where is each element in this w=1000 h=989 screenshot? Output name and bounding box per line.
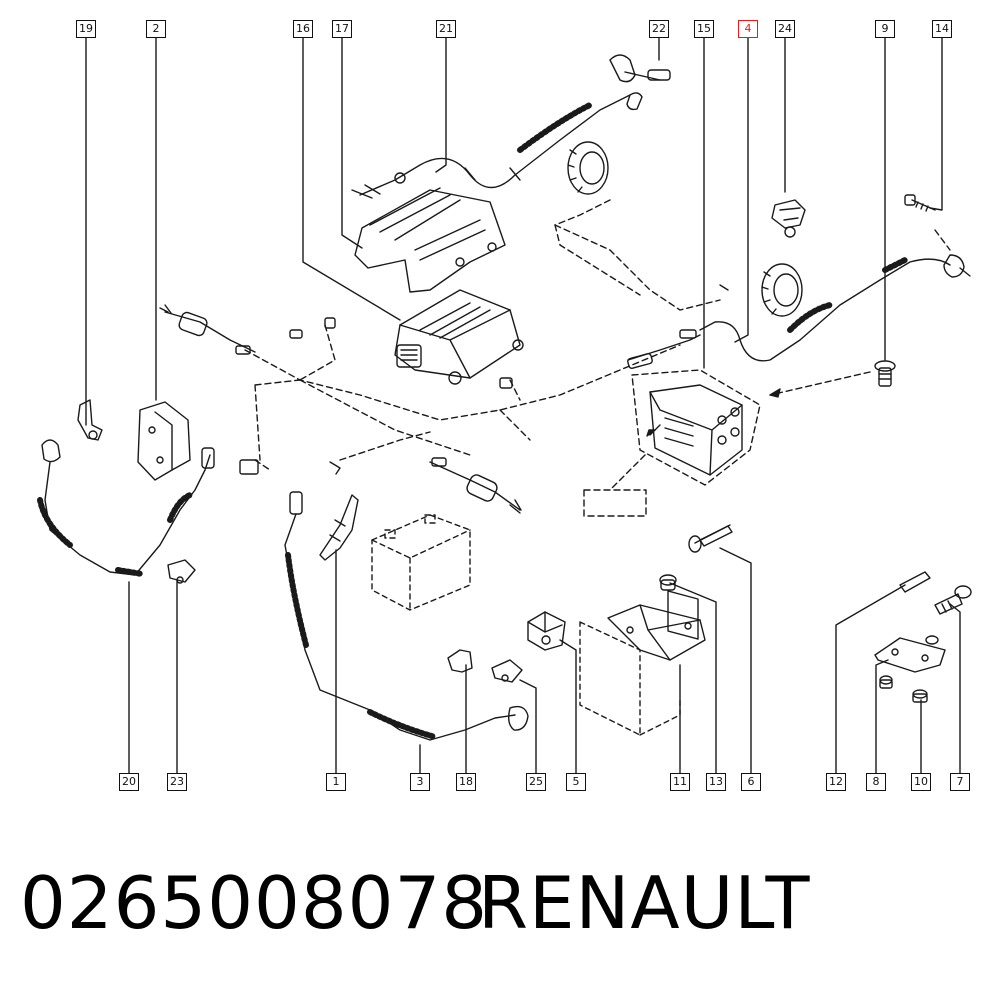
callout-25[interactable]: 25 (526, 773, 546, 791)
callout-19[interactable]: 19 (76, 20, 96, 38)
callout-18[interactable]: 18 (456, 773, 476, 791)
brand-name: RENAULT (478, 861, 811, 945)
callout-14[interactable]: 14 (932, 20, 952, 38)
battery-outline (371, 514, 471, 611)
front-harness-right (429, 457, 522, 514)
part-11-bracket (579, 604, 706, 736)
part-25-clip (491, 659, 523, 683)
hub-lower (761, 263, 803, 317)
callout-13[interactable]: 13 (706, 773, 726, 791)
part-8-plate (874, 635, 946, 689)
part-19-bracket (77, 399, 103, 441)
part-20-sensor-cable (37, 439, 215, 577)
part-24-clip (771, 199, 806, 238)
leader-lines-top (85, 36, 943, 426)
caption: 0265008078 RENAULT (0, 858, 1000, 948)
callout-1[interactable]: 1 (326, 773, 346, 791)
part-17-bracket (354, 187, 506, 293)
part-18-bracket (447, 649, 473, 673)
callout-10[interactable]: 10 (911, 773, 931, 791)
part-9-bolt (874, 360, 896, 387)
callout-17[interactable]: 17 (332, 20, 352, 38)
part-1-sensor-bracket (319, 494, 359, 561)
front-harness-left (159, 304, 513, 475)
part-2-plate (137, 401, 191, 481)
callout-5[interactable]: 5 (566, 773, 586, 791)
leader-lines-bottom (128, 547, 961, 774)
callout-16[interactable]: 16 (293, 20, 313, 38)
callout-12[interactable]: 12 (826, 773, 846, 791)
callout-23[interactable]: 23 (167, 773, 187, 791)
callout-2[interactable]: 2 (146, 20, 166, 38)
part-number: 0265008078 (20, 861, 489, 945)
part-23-clip (167, 559, 196, 584)
hub-upper (567, 141, 609, 195)
part-14-screw (904, 194, 936, 212)
part-13-grommet (659, 574, 677, 591)
part-5-clip (527, 611, 566, 651)
callout-15[interactable]: 15 (694, 20, 714, 38)
part-10-nut (912, 689, 928, 703)
callout-21[interactable]: 21 (436, 20, 456, 38)
callout-3[interactable]: 3 (410, 773, 430, 791)
callout-6[interactable]: 6 (741, 773, 761, 791)
part-21-sensor-cable (351, 54, 671, 199)
part-12-pin (899, 571, 931, 593)
part-6-bolt (688, 524, 733, 553)
part-15-abs-unit (583, 369, 761, 640)
part-3-sensor-cable (284, 491, 529, 741)
callout-4-selected[interactable]: 4 (738, 20, 758, 38)
callout-9[interactable]: 9 (875, 20, 895, 38)
callout-11[interactable]: 11 (670, 773, 690, 791)
part-16-ecu-module (394, 289, 524, 385)
callout-22[interactable]: 22 (649, 20, 669, 38)
part-7-bolt (934, 585, 972, 615)
callout-20[interactable]: 20 (119, 773, 139, 791)
callout-7[interactable]: 7 (950, 773, 970, 791)
callout-24[interactable]: 24 (775, 20, 795, 38)
arrow-to-module (769, 371, 871, 398)
callout-8[interactable]: 8 (866, 773, 886, 791)
part-4-sensor-cable (627, 229, 971, 369)
